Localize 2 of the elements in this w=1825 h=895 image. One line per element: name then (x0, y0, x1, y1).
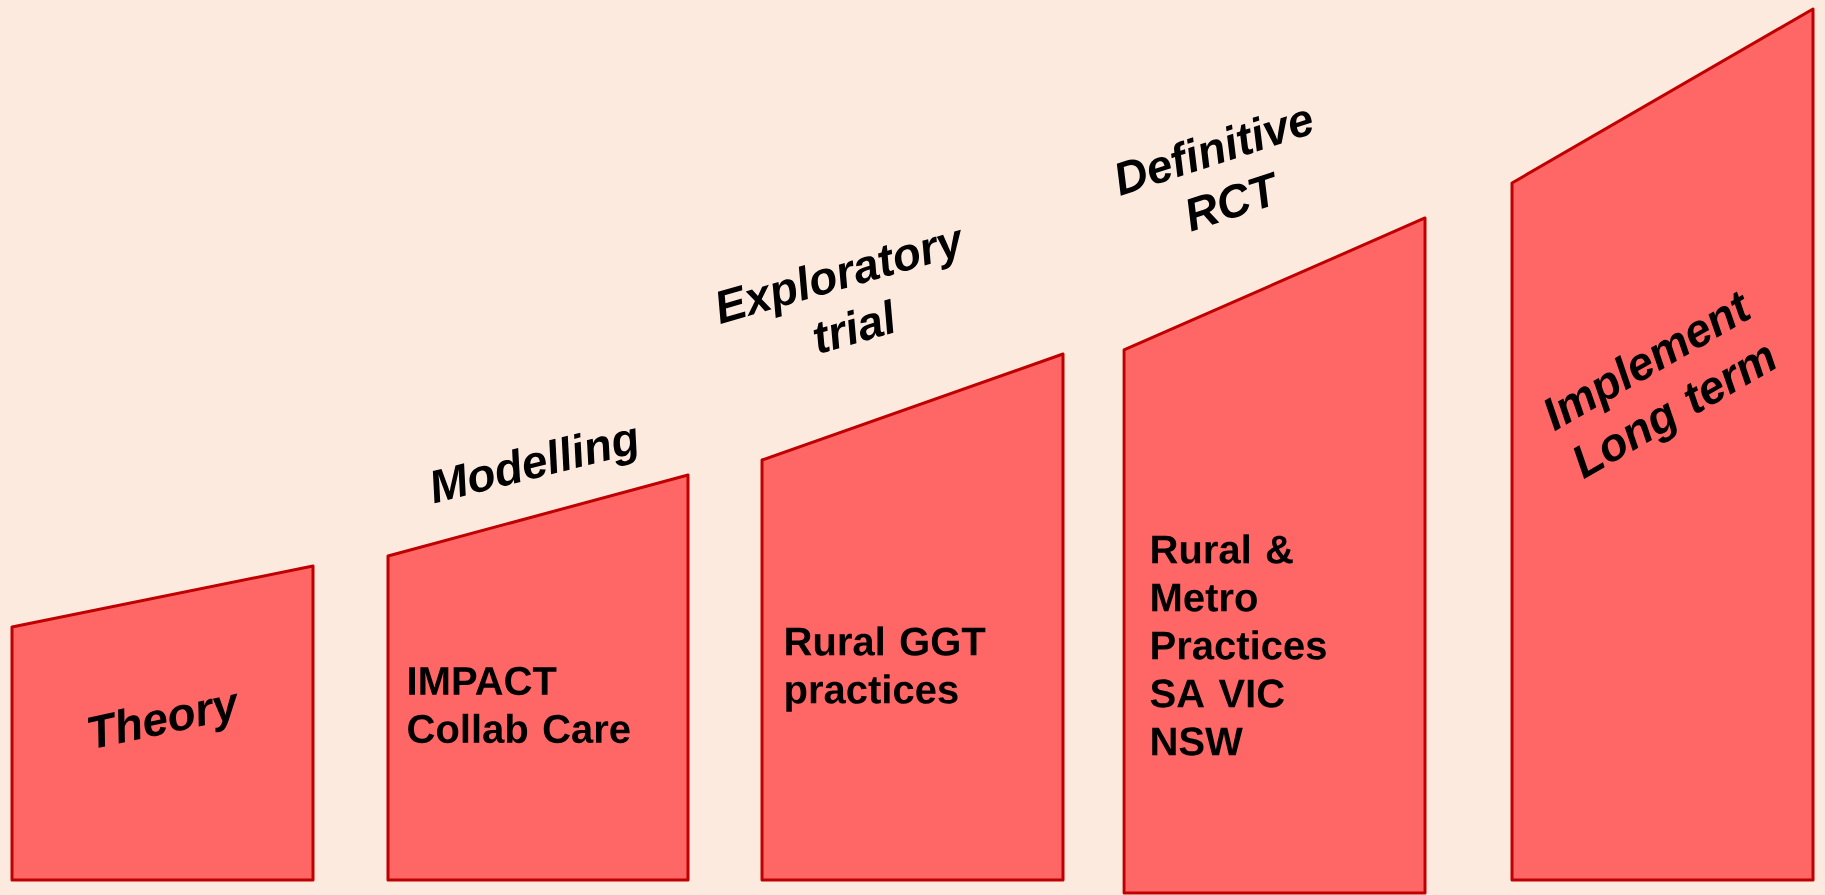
stage-heading: Modelling (432, 428, 637, 504)
stage-block: Theory (10, 564, 315, 882)
